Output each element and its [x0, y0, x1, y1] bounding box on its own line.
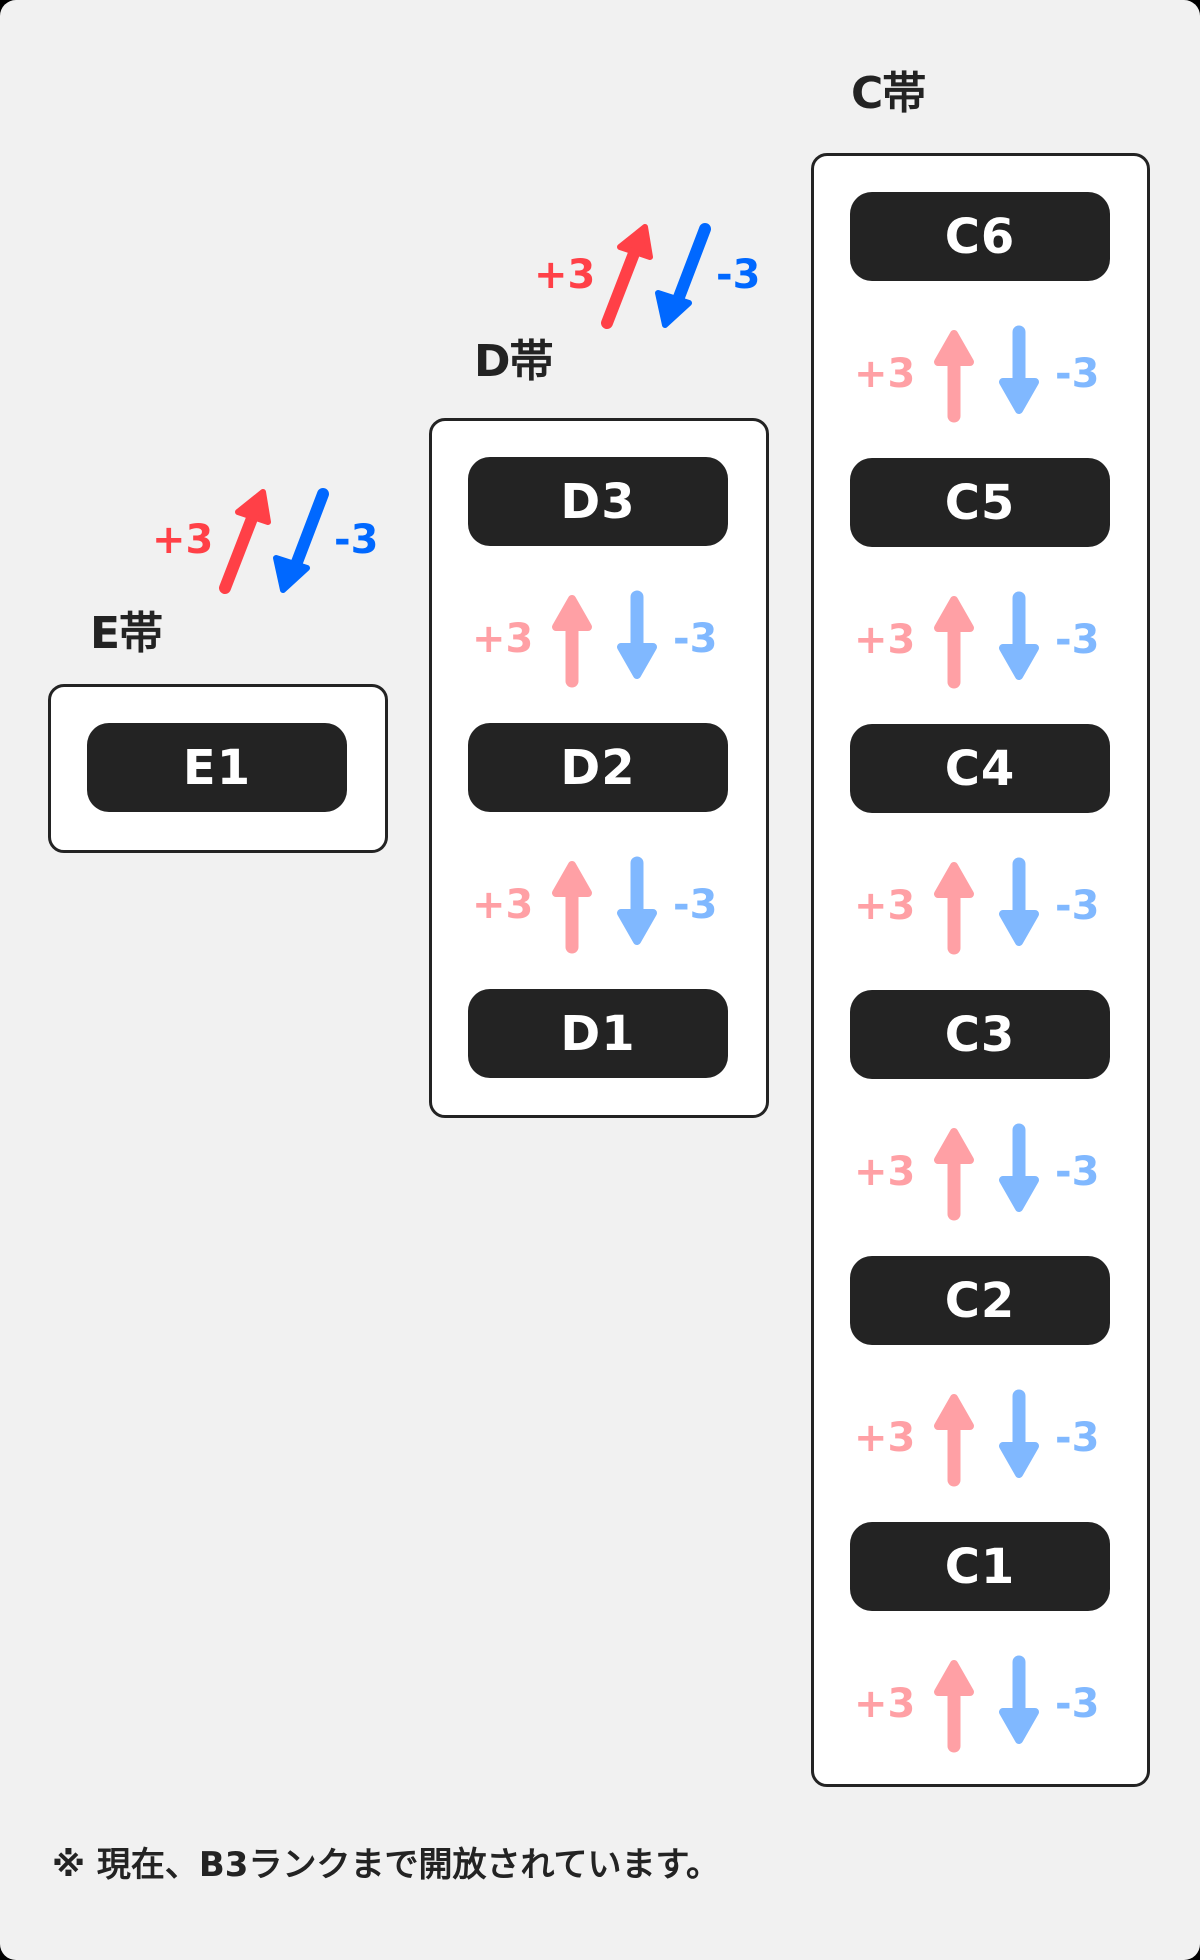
up-arrow-icon — [934, 330, 974, 423]
rank-pill-e1: E1 — [87, 723, 347, 812]
demote-points-label: -3 — [1055, 883, 1100, 929]
demote-points-label: -3 — [1055, 617, 1100, 663]
footnote: ※ 現在、B3ランクまで開放されています。 — [52, 1845, 721, 1885]
down-arrow-icon — [999, 1655, 1039, 1744]
down-arrow-icon — [999, 1389, 1039, 1478]
rank-pill-c6: C6 — [850, 192, 1110, 281]
demote-points-label: -3 — [1055, 1149, 1100, 1195]
promote-points-label: +3 — [854, 617, 916, 663]
rank-pill-c1: C1 — [850, 1522, 1110, 1611]
up-arrow-icon — [552, 595, 592, 688]
rank-change-row: +3 -3 — [468, 589, 728, 689]
band-box-c: C6 +3 -3 C5 +3 -3 C4 +3 -3 C3 +3 -3 C2 — [811, 153, 1150, 1787]
promote-points-label: +3 — [854, 1149, 916, 1195]
demote-points-label: -3 — [334, 517, 379, 563]
up-arrow-icon — [934, 596, 974, 689]
transition-d-to-c: +3 -3 — [534, 223, 774, 335]
rank-pill-c5: C5 — [850, 458, 1110, 547]
rank-change-row: +3 -3 — [850, 1654, 1110, 1754]
promote-points-label: +3 — [472, 616, 534, 662]
down-arrow-icon — [999, 1123, 1039, 1212]
up-arrow-icon — [552, 861, 592, 954]
diagonal-down-arrow-icon — [655, 223, 711, 328]
demote-points-label: -3 — [673, 882, 718, 928]
down-arrow-icon — [999, 325, 1039, 414]
diagonal-up-arrow-icon — [601, 224, 653, 329]
band-label-e: E帯 — [90, 608, 163, 659]
demote-points-label: -3 — [673, 616, 718, 662]
down-arrow-icon — [617, 590, 657, 679]
rank-pill-d3: D3 — [468, 457, 728, 546]
promote-points-label: +3 — [854, 883, 916, 929]
rank-change-row: +3 -3 — [850, 1388, 1110, 1488]
down-arrow-icon — [617, 856, 657, 945]
promote-points-label: +3 — [534, 252, 596, 298]
band-label-c: C帯 — [851, 68, 926, 119]
promote-points-label: +3 — [854, 1681, 916, 1727]
rank-change-row: +3 -3 — [850, 324, 1110, 424]
demote-points-label: -3 — [1055, 1681, 1100, 1727]
up-arrow-icon — [934, 862, 974, 955]
up-arrow-icon — [934, 1394, 974, 1487]
rank-pill-d2: D2 — [468, 723, 728, 812]
rank-change-row: +3 -3 — [850, 856, 1110, 956]
promote-points-label: +3 — [854, 351, 916, 397]
demote-points-label: -3 — [716, 252, 761, 298]
rank-pill-c2: C2 — [850, 1256, 1110, 1345]
rank-pill-c3: C3 — [850, 990, 1110, 1079]
rank-change-row: +3 -3 — [468, 855, 728, 955]
band-box-e: E1 — [48, 684, 388, 853]
promote-points-label: +3 — [152, 517, 214, 563]
up-arrow-icon — [934, 1128, 974, 1221]
rank-change-row: +3 -3 — [850, 1122, 1110, 1222]
down-arrow-icon — [999, 591, 1039, 680]
transition-e-to-d: +3 -3 — [152, 488, 392, 600]
promote-points-label: +3 — [854, 1415, 916, 1461]
up-arrow-icon — [934, 1660, 974, 1753]
down-arrow-icon — [999, 857, 1039, 946]
band-box-d: D3 +3 -3 D2 +3 -3 D1 — [429, 418, 769, 1118]
diagonal-down-arrow-icon — [273, 488, 329, 593]
demote-points-label: -3 — [1055, 1415, 1100, 1461]
rank-pill-d1: D1 — [468, 989, 728, 1078]
band-label-d: D帯 — [474, 336, 554, 387]
demote-points-label: -3 — [1055, 351, 1100, 397]
promote-points-label: +3 — [472, 882, 534, 928]
diagonal-up-arrow-icon — [219, 489, 271, 594]
rank-pill-c4: C4 — [850, 724, 1110, 813]
rank-change-row: +3 -3 — [850, 590, 1110, 690]
